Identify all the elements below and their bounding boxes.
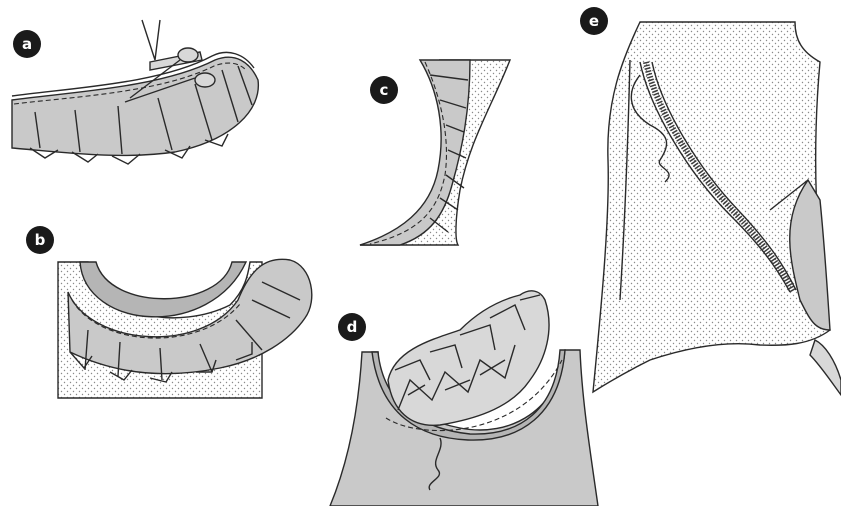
step-label-d: d <box>347 318 358 336</box>
step-label-a: a <box>22 35 32 53</box>
ruffle-cascade <box>388 291 549 425</box>
hem-flap <box>810 340 841 395</box>
step-label-e: e <box>589 12 599 30</box>
panel-b: b <box>26 226 312 398</box>
ruffle-band <box>12 57 258 155</box>
panel-d: d <box>330 291 598 506</box>
panel-c: c <box>360 60 510 245</box>
panel-e: e <box>580 7 841 395</box>
step-label-c: c <box>380 81 389 99</box>
panel-a: a <box>12 20 258 164</box>
step-label-b: b <box>35 231 46 249</box>
